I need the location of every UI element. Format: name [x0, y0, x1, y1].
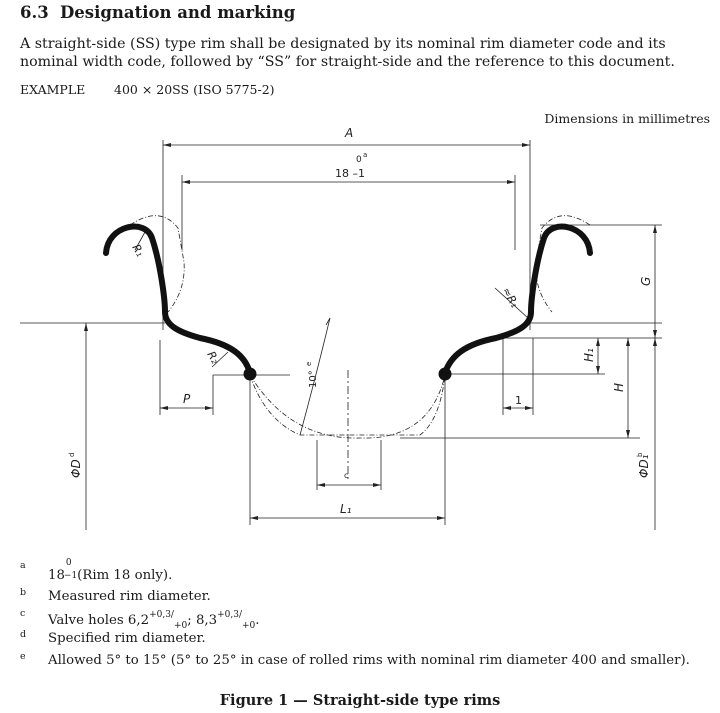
- footnote-text: Allowed 5° to 15° (5° to 25° in case of …: [48, 653, 690, 668]
- fn-c-sup: +0,3/: [217, 610, 242, 620]
- label-P: P: [183, 392, 191, 406]
- fn-c-sup: +0,3/: [149, 610, 174, 620]
- label-R2: R₂: [204, 349, 222, 366]
- label-D1: ΦD₁: [637, 454, 651, 478]
- footnote-mark: d: [20, 629, 27, 640]
- fn-a-sup: 0: [65, 558, 72, 568]
- section-title: Designation and marking: [60, 3, 296, 22]
- label-c: c: [344, 471, 348, 480]
- fn-c-part: ; 8,3: [187, 613, 218, 628]
- label-H: H: [612, 383, 626, 392]
- example-value: 400 × 20SS (ISO 5775-2): [114, 82, 275, 97]
- fn-c-part: .: [255, 613, 260, 628]
- figure-caption: Figure 1 — Straight-side type rims: [219, 692, 501, 709]
- label-R1-left: R₁: [129, 242, 146, 259]
- fn-a-base: 18: [48, 568, 65, 583]
- footnote-mark: a: [20, 560, 26, 571]
- angle-arc: [299, 317, 331, 436]
- dimensions-note: Dimensions in millimetres: [544, 111, 710, 126]
- fn-a-sub: −1: [63, 571, 78, 581]
- designation-paragraph: A straight-side (SS) type rim shall be d…: [20, 36, 675, 70]
- label-G: G: [639, 277, 653, 286]
- footnote-mark: b: [20, 587, 27, 598]
- label-tol-mark: a: [363, 151, 367, 159]
- section-heading: 6.3 Designation and marking: [20, 3, 295, 22]
- label-L1: L₁: [340, 502, 352, 516]
- fn-c-sub: +0: [241, 621, 256, 631]
- label-D-mark: d: [68, 453, 76, 457]
- right-bead-seat-dot: [438, 367, 452, 381]
- label-D: ΦD: [69, 459, 83, 478]
- fn-c-part: Valve holes 6,2: [48, 613, 150, 628]
- leader-R1-left: [134, 231, 146, 251]
- label-A: A: [344, 126, 353, 140]
- leader-R1-right: [494, 287, 529, 319]
- section-number: 6.3: [20, 3, 49, 22]
- angle-tick: [325, 317, 331, 326]
- right-rim-profile: [442, 223, 593, 376]
- footnote-text: Measured rim diameter.: [48, 589, 211, 604]
- example-line: EXAMPLE 400 × 20SS (ISO 5775-2): [20, 82, 275, 97]
- well-lower-outline: [249, 374, 446, 439]
- left-rim-profile: [103, 223, 253, 376]
- label-tol-sup: 0: [356, 155, 362, 165]
- label-one: 1: [515, 394, 522, 407]
- left-flange-outline: [129, 215, 185, 313]
- label-angle: 10°: [308, 370, 319, 388]
- fn-c-sub: +0: [173, 621, 188, 631]
- fn-a-text: (Rim 18 only).: [72, 568, 173, 583]
- footnote-mark: c: [20, 608, 26, 619]
- leader-R2: [211, 351, 229, 368]
- example-label: EXAMPLE: [20, 82, 86, 97]
- label-D1-mark: b: [636, 452, 644, 457]
- left-bead-seat-dot: [243, 367, 257, 381]
- label-tol-base: 18 –1: [335, 167, 365, 180]
- label-angle-mark: e: [305, 362, 313, 366]
- footnote-mark: e: [20, 651, 26, 662]
- right-flange-outline: [535, 215, 591, 313]
- footnote-text: Specified rim diameter.: [48, 631, 206, 646]
- arrowheads: [84, 143, 657, 520]
- well-inner-outline: [249, 374, 446, 436]
- label-R1-right: ≈R₁: [499, 285, 521, 310]
- label-H1: H₁: [582, 348, 596, 362]
